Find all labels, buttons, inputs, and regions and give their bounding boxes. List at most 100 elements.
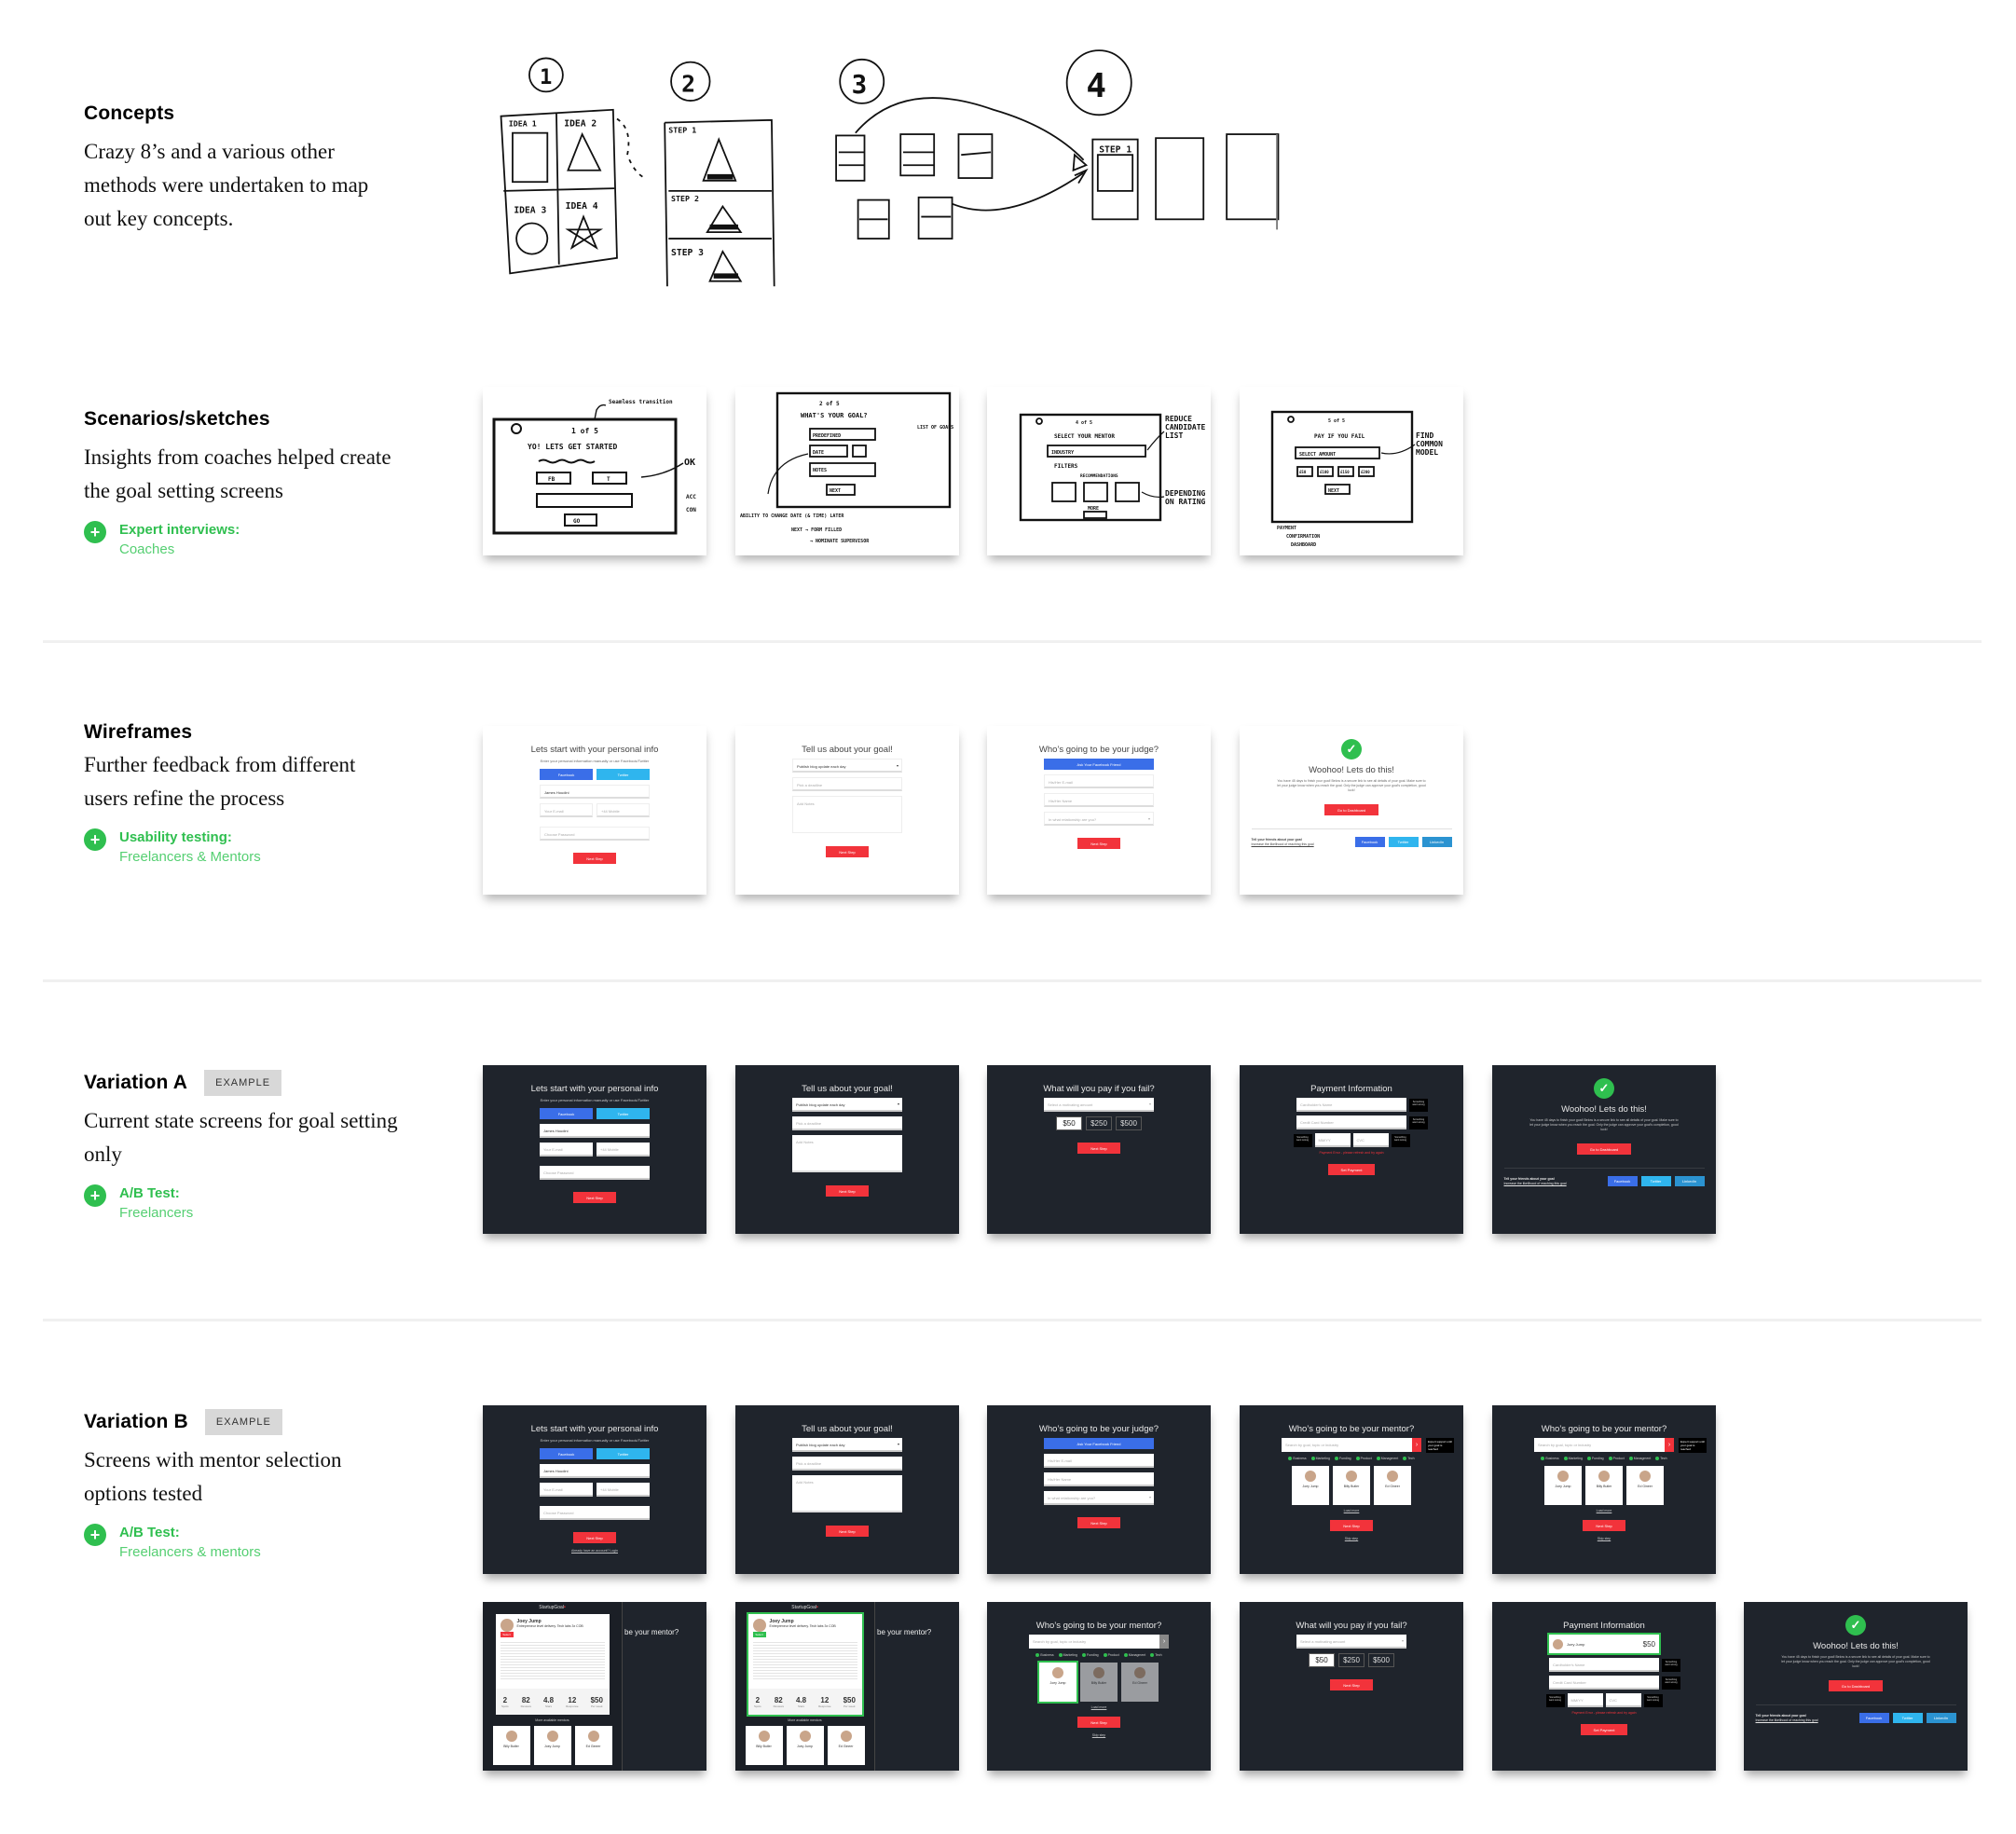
category-filter[interactable]: Business xyxy=(1541,1457,1559,1461)
notes-textarea[interactable]: Add Notes xyxy=(792,1475,902,1512)
ask-your-facebook-friend-button[interactable]: Ask Your Facebook Friend xyxy=(1044,759,1154,770)
facebook-share-button[interactable]: Facebook xyxy=(1858,1713,1889,1723)
facebook-share-button[interactable]: Facebook xyxy=(1607,1176,1638,1186)
share-sub-link[interactable]: Increase the likelihood of reaching this… xyxy=(1251,842,1314,846)
search-arrow-icon[interactable]: › xyxy=(1159,1635,1169,1649)
facebook-button[interactable]: Facebook xyxy=(540,1448,593,1459)
mentor-card[interactable]: Billy Butler xyxy=(745,1726,783,1765)
input-field[interactable]: Choose Password xyxy=(540,1506,650,1520)
primary-button[interactable]: Set Payment xyxy=(1327,1164,1376,1175)
mentor-card[interactable]: Joey Jump xyxy=(1037,1661,1078,1704)
input-field[interactable]: Publish blog update each day xyxy=(792,759,902,773)
category-filter[interactable]: Product xyxy=(1103,1653,1119,1658)
primary-button[interactable]: Next Step xyxy=(1077,1717,1120,1729)
category-filter[interactable]: Funding xyxy=(1081,1653,1099,1658)
input-field[interactable]: Pick a deadline xyxy=(792,1116,902,1130)
mentor-card[interactable]: Billy Butler xyxy=(492,1726,530,1765)
primary-button[interactable]: Go to Dashboard xyxy=(1828,1680,1884,1691)
input-field[interactable]: Cardholder's Name xyxy=(1549,1658,1659,1672)
twitter-button[interactable]: Twitter xyxy=(597,1448,650,1459)
text-link[interactable]: Load more xyxy=(1596,1509,1612,1513)
category-filter[interactable]: Funding xyxy=(1334,1457,1351,1461)
mentor-card[interactable]: Ed Gineer xyxy=(1121,1663,1159,1703)
input-field[interactable]: Publish blog update each day xyxy=(792,1098,902,1112)
primary-button[interactable]: Go to Dashboard xyxy=(1323,804,1379,815)
notes-textarea[interactable]: Add Notes xyxy=(792,1135,902,1172)
category-filter[interactable]: Product xyxy=(1355,1457,1372,1461)
mentor-card[interactable]: Ed Gineer xyxy=(827,1726,865,1765)
input-field[interactable]: Cardholder's Name xyxy=(1296,1098,1406,1112)
screen-thumbnail[interactable]: Who’s going to be your mentor?Search by … xyxy=(987,1602,1211,1771)
sketch-card[interactable]: 5 of 5 PAY IF YOU FAIL SELECT AMOUNT £50… xyxy=(1240,387,1463,555)
input-field[interactable]: Your E-mail xyxy=(540,803,593,817)
screen-thumbnail[interactable]: Tell us about your goal!Publish blog upd… xyxy=(735,1065,959,1234)
primary-button[interactable]: Next Step xyxy=(1330,1679,1373,1690)
input-field[interactable]: In what relationship are you? xyxy=(1044,812,1154,826)
input-field[interactable]: His/Her Name xyxy=(1044,793,1154,807)
amount-option[interactable]: $500 xyxy=(1116,1116,1142,1130)
screen-thumbnail[interactable]: What will you pay if you fail?Select a m… xyxy=(987,1065,1211,1234)
plus-icon[interactable]: + xyxy=(84,1524,106,1546)
primary-button[interactable]: Next Step xyxy=(1330,1520,1373,1532)
category-filter[interactable]: Business xyxy=(1035,1653,1054,1658)
plus-icon[interactable]: + xyxy=(84,828,106,851)
category-filter[interactable]: Marketing xyxy=(1310,1457,1330,1461)
facebook-button[interactable]: Facebook xyxy=(540,769,593,780)
share-sub-link[interactable]: Increase the likelihood of reaching this… xyxy=(1755,1718,1818,1722)
sketch-card[interactable]: 4 of 5 SELECT YOUR MENTOR INDUSTRY FILTE… xyxy=(987,387,1211,555)
amount-option[interactable]: $250 xyxy=(1338,1653,1365,1667)
primary-button[interactable]: Next Step xyxy=(1077,838,1120,849)
linkedin-share-button[interactable]: LinkedIn xyxy=(1926,1713,1956,1723)
primary-button[interactable]: Next Step xyxy=(1077,1517,1120,1528)
input-field[interactable]: James Houdini xyxy=(540,1464,650,1478)
primary-button[interactable]: Next Step xyxy=(573,853,616,864)
text-link[interactable]: Load more xyxy=(1343,1509,1360,1513)
primary-button[interactable]: Next Step xyxy=(1077,1143,1120,1154)
input-field[interactable]: Your E-mail xyxy=(540,1483,593,1497)
sketch-card[interactable]: 1 of 5 YO! LETS GET STARTED FB T GO Seam… xyxy=(483,387,706,555)
input-field[interactable]: James Houdini xyxy=(540,1124,650,1138)
sketch-card[interactable]: 2 of 5 WHAT'S YOUR GOAL? PREDEFINED DATE… xyxy=(735,387,959,555)
screen-thumbnail[interactable]: Who’s going to be your mentor?Search by … xyxy=(1492,1405,1716,1574)
plus-icon[interactable]: + xyxy=(84,521,106,543)
share-sub-link[interactable]: Increase the likelihood of reaching this… xyxy=(1503,1181,1567,1185)
category-filter[interactable]: Product xyxy=(1608,1457,1625,1461)
primary-button[interactable]: Next Step xyxy=(573,1532,616,1543)
input-field[interactable]: Your E-mail xyxy=(540,1143,593,1157)
primary-button[interactable]: Next Step xyxy=(573,1192,616,1203)
twitter-share-button[interactable]: Twitter xyxy=(1388,837,1419,847)
input-field[interactable]: Choose Password xyxy=(540,1166,650,1180)
primary-button[interactable]: Next Step xyxy=(826,1526,869,1537)
primary-button[interactable]: Next Step xyxy=(1583,1520,1625,1532)
input-field[interactable]: Pick a deadline xyxy=(792,1457,902,1471)
screen-thumbnail[interactable]: Tell us about your goal!Publish blog upd… xyxy=(735,1405,959,1574)
input-field[interactable]: +44 Mobile xyxy=(597,1143,650,1157)
category-filter[interactable]: Tech xyxy=(1403,1457,1415,1461)
twitter-button[interactable]: Twitter xyxy=(597,769,650,780)
search-input[interactable]: Search by goal, topic or industry xyxy=(1534,1438,1665,1452)
input-field[interactable]: Choose Password xyxy=(540,827,650,841)
input-field[interactable]: His/Her E-mail xyxy=(1044,1454,1154,1468)
primary-button[interactable]: Set Payment xyxy=(1580,1724,1628,1735)
category-filter[interactable]: Tech xyxy=(1150,1653,1162,1658)
text-link[interactable]: Skip step xyxy=(1344,1537,1359,1541)
twitter-button[interactable]: Twitter xyxy=(597,1108,650,1119)
input-field[interactable]: MM/YY xyxy=(1314,1133,1351,1147)
search-arrow-icon[interactable]: › xyxy=(1412,1438,1421,1452)
mentor-card[interactable]: Joey Jump xyxy=(786,1726,824,1765)
screen-thumbnail[interactable]: ✓Woohoo! Lets do this!You have 45 days t… xyxy=(1492,1065,1716,1234)
amount-option[interactable]: $50 xyxy=(1309,1653,1335,1667)
input-field[interactable]: +44 Mobile xyxy=(597,803,650,817)
screen-thumbnail[interactable]: What will you pay if you fail?Select a m… xyxy=(1240,1602,1463,1771)
primary-button[interactable]: Go to Dashboard xyxy=(1576,1143,1632,1155)
mentor-card[interactable]: Billy Butler xyxy=(1080,1663,1118,1703)
input-field[interactable]: Credit Card Number xyxy=(1296,1115,1406,1129)
notes-textarea[interactable]: Add Notes xyxy=(792,796,902,833)
text-link[interactable]: Skip step xyxy=(1597,1537,1611,1541)
amount-option[interactable]: $50 xyxy=(1056,1116,1082,1130)
